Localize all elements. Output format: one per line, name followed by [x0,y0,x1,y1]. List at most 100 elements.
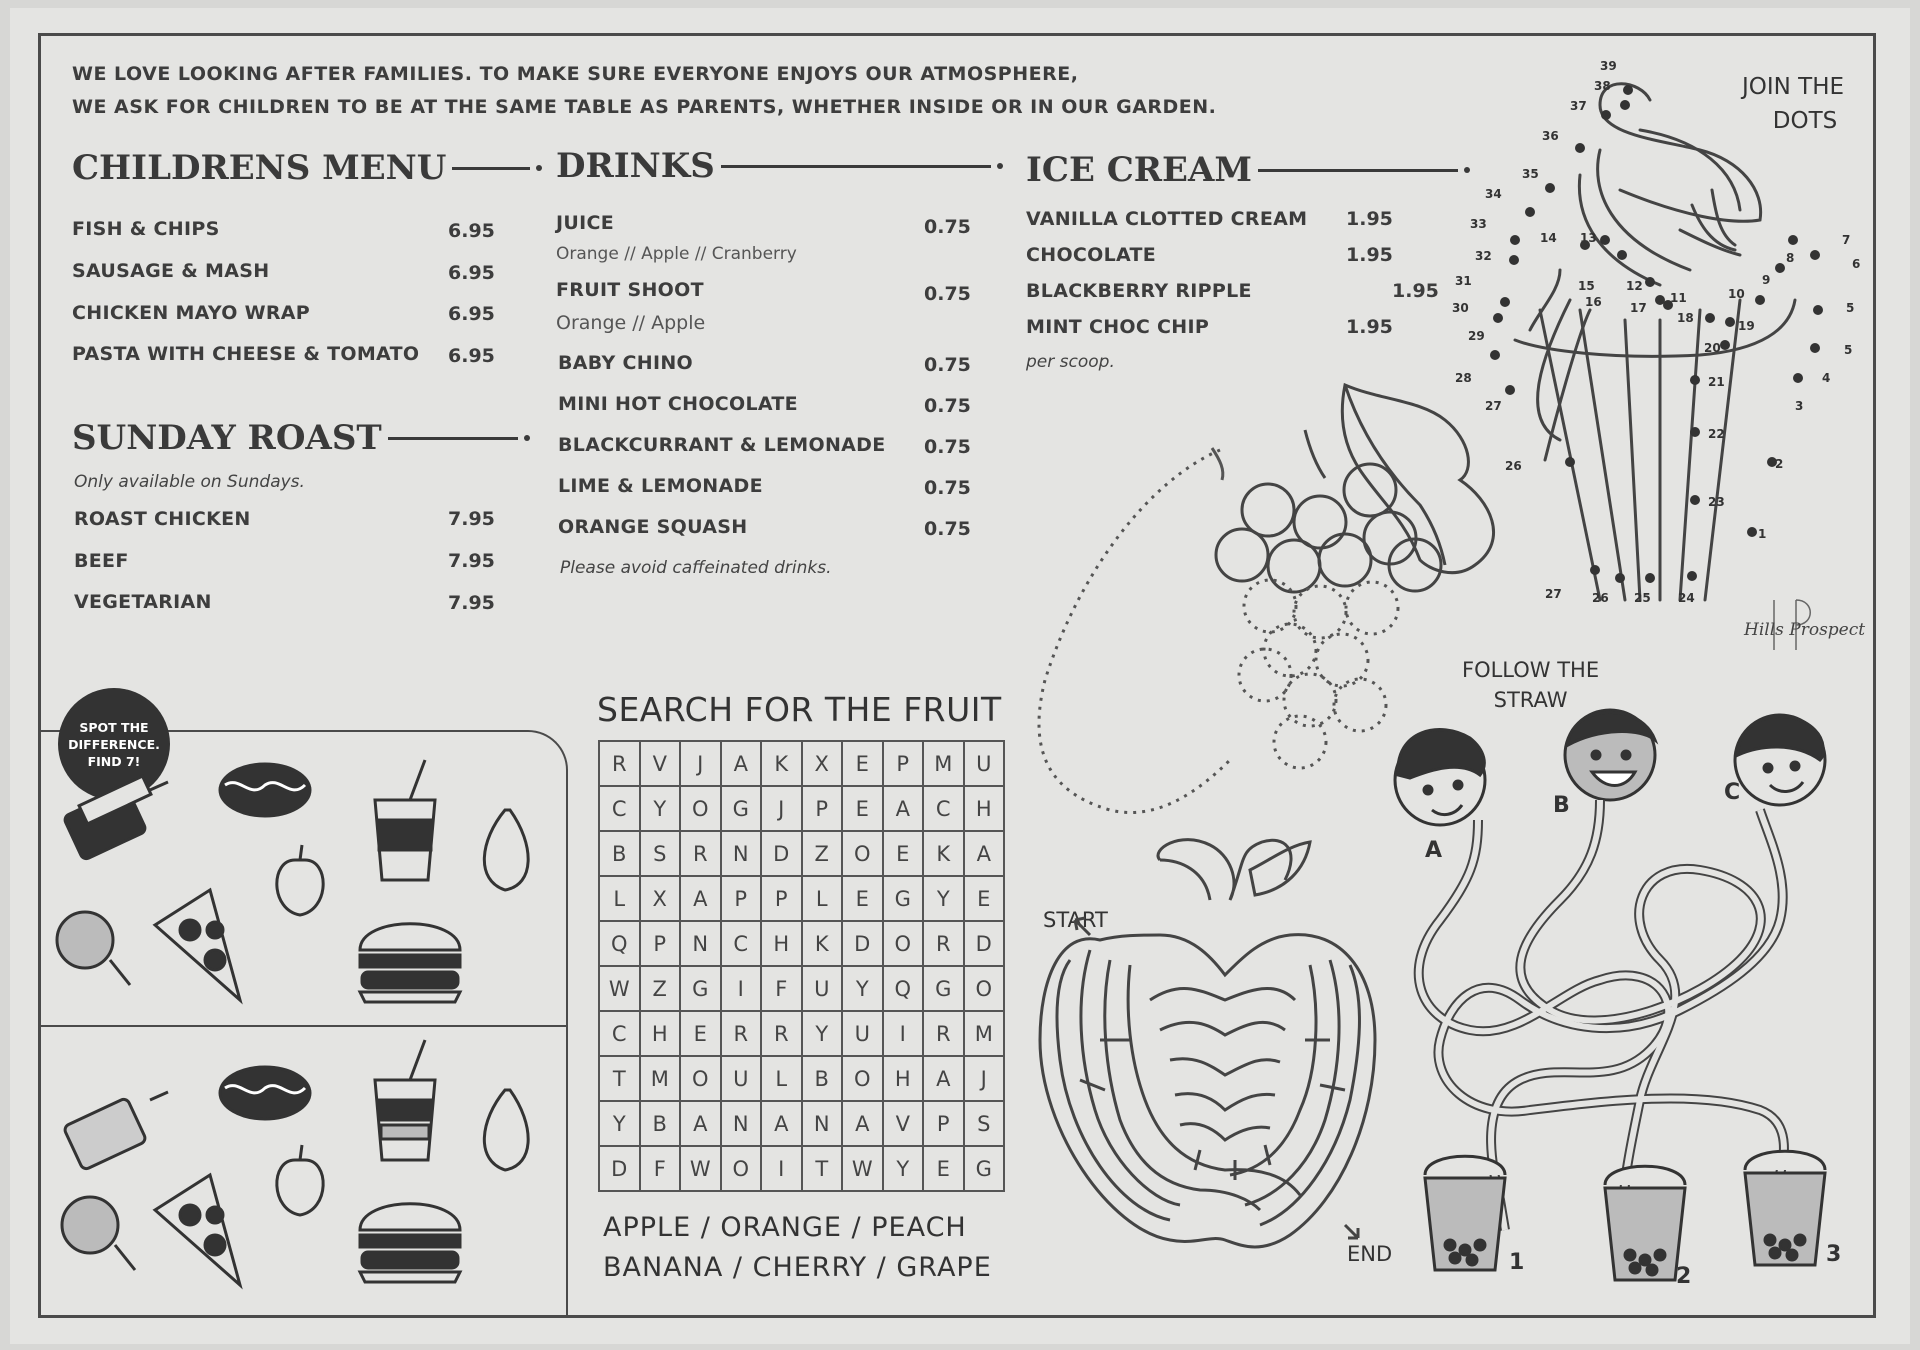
cup-label-2: 2 [1676,1264,1692,1289]
word-search-cell: S [638,830,681,877]
chicken-leg-icon [55,910,132,986]
svg-text:Hills Prospect: Hills Prospect [1743,620,1865,640]
hotdog-icon [218,762,312,818]
word-search-cell: D [962,920,1005,967]
word-search-cell: G [679,965,722,1012]
apple-icon [275,844,325,917]
sunday-roast-note: Only available on Sundays. [74,472,305,492]
word-search-cell: C [598,785,641,832]
menu-item-price: 6.95 [448,303,495,325]
word-search-cell: K [800,920,843,967]
word-search-cell: A [962,830,1005,877]
word-search-cell: O [841,1055,884,1102]
word-search-cell: U [841,1010,884,1057]
svg-text:34: 34 [1485,187,1502,201]
burger-icon [357,922,463,1004]
word-list-line-1: APPLE / ORANGE / PEACH [603,1212,967,1243]
intro-line-2: WE ASK FOR CHILDREN TO BE AT THE SAME TA… [72,96,1217,118]
word-search-cell: Y [881,1145,924,1192]
ice-cream-name: MINT CHOC CHIP [1026,316,1210,338]
word-search-cell: Q [881,965,924,1012]
ice-cream-price: 1.95 [1346,316,1393,338]
word-search-cell: R [598,740,641,787]
word-search-cell: O [679,785,722,832]
word-search-cell: P [719,875,762,922]
word-search-cell: Z [800,830,843,877]
word-search-cell: P [881,740,924,787]
word-search-cell: Y [598,1100,641,1147]
drink-name: JUICE [556,212,614,234]
cup-label-3: 3 [1826,1242,1842,1267]
svg-text:35: 35 [1522,167,1539,181]
word-search-cell: B [800,1055,843,1102]
join-dots-title: JOIN THE DOTS [1742,70,1844,138]
drink-name: FRUIT SHOOT [556,279,704,301]
word-search-cell: S [962,1100,1005,1147]
word-search-cell: V [638,740,681,787]
word-search-cell: X [638,875,681,922]
drink-name: BABY CHINO [558,352,693,374]
word-search-cell: C [719,920,762,967]
maze-end-label: END [1347,1242,1393,1266]
word-search-cell: D [598,1145,641,1192]
menu-item-name: SAUSAGE & MASH [72,260,270,282]
intro-text: WE LOVE LOOKING AFTER FAMILIES. TO MAKE … [72,58,1216,124]
word-search-cell: O [841,830,884,877]
svg-text:2: 2 [1775,457,1783,471]
menu-item-price: 7.95 [448,592,495,614]
word-search-cell: R [922,1010,965,1057]
drink-price: 0.75 [924,283,971,305]
word-search-cell: O [679,1055,722,1102]
svg-text:4: 4 [1822,371,1830,385]
svg-text:25: 25 [1634,591,1651,605]
word-search-cell: J [679,740,722,787]
word-search-cell: H [638,1010,681,1057]
word-search-cell: W [598,965,641,1012]
apple-icon [275,1144,325,1217]
heading-rule [720,162,1003,169]
word-search-cell: X [800,740,843,787]
bubble-tea-cup-1-icon [1423,1154,1507,1272]
word-search-cell: D [841,920,884,967]
word-search-cell: J [962,1055,1005,1102]
svg-text:39: 39 [1600,59,1617,73]
svg-text:19: 19 [1738,319,1755,333]
ice-cream-heading: ICE CREAM [1026,150,1470,190]
drink-name: ORANGE SQUASH [558,516,748,538]
word-search-cell: L [800,875,843,922]
face-label-a: A [1425,838,1443,863]
word-search-cell: F [760,965,803,1012]
word-search-cell: U [962,740,1005,787]
word-search-cell: T [598,1055,641,1102]
spot-line-2: DIFFERENCE. [68,736,160,752]
burger-icon [357,1202,463,1284]
svg-text:13: 13 [1580,231,1597,245]
menu-item-price: 7.95 [448,508,495,530]
word-search-cell: R [760,1010,803,1057]
menu-item-name: VEGETARIAN [74,591,212,613]
menu-item-name: BEEF [74,550,129,572]
spot-difference-bottom-panel [41,1025,568,1317]
menu-item-price: 6.95 [448,345,495,367]
word-search-cell: G [922,965,965,1012]
svg-text:5: 5 [1846,301,1854,315]
word-search-cell: M [922,740,965,787]
word-search-cell: A [719,740,762,787]
svg-text:36: 36 [1542,129,1559,143]
child-face-b-icon [1563,708,1659,802]
word-search-cell: K [760,740,803,787]
word-search-cell: H [760,920,803,967]
spot-line-1: SPOT THE [79,719,149,735]
spot-difference-top-panel [41,730,568,1027]
pizza-slice-icon [152,1172,243,1290]
ketchup-bottle-icon [63,1090,169,1171]
word-search-cell: D [760,830,803,877]
word-list-line-2: BANANA / CHERRY / GRAPE [603,1252,992,1283]
